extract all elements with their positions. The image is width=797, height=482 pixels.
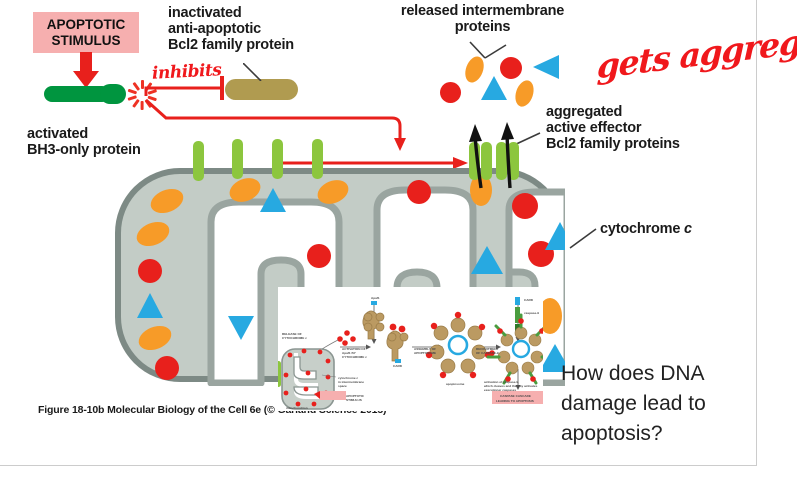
stimulus-line-2: STIMULUS <box>51 32 121 48</box>
bcl2-leader-line <box>243 63 262 81</box>
svg-text:executioner caspases: executioner caspases <box>484 388 516 392</box>
bh3-only-protein-shape <box>44 84 132 104</box>
question-text: How does DNA damage lead to apoptosis? <box>561 362 706 446</box>
slide-right-border <box>756 0 757 466</box>
label-aggregated-line-1: aggregated <box>546 104 623 120</box>
inactivated-bcl2-protein-shape <box>225 79 298 100</box>
svg-text:CYTOCHROME c: CYTOCHROME c <box>342 355 367 359</box>
label-activated-bh3: activated BH3-only protein <box>27 126 141 158</box>
activation-spark-icon <box>126 78 160 112</box>
label-inactivated-line-3: Bcl2 family protein <box>168 37 294 54</box>
svg-text:activation of caspase-9,: activation of caspase-9, <box>484 380 519 384</box>
svg-text:CARD: CARD <box>524 298 534 302</box>
svg-text:space: space <box>338 384 347 388</box>
svg-text:APOPTOTIC: APOPTOTIC <box>346 394 365 398</box>
apoptosome-pathway-inset: RELEASE OF CYTOCHROME c ACTIVATION OF Ap… <box>278 287 543 411</box>
pore-rod-4 <box>508 142 519 180</box>
svg-text:ACTIVATION OF: ACTIVATION OF <box>342 347 366 351</box>
pore-rod-1 <box>469 142 480 180</box>
label-cytochrome-c: cytochrome c <box>600 221 692 237</box>
label-inactivated-line-1: inactivated <box>168 5 242 21</box>
svg-text:OF CASPASE-9: OF CASPASE-9 <box>476 351 499 355</box>
pore-rod-2 <box>481 142 492 180</box>
svg-text:mitochondrion: mitochondrion <box>286 406 308 410</box>
label-aggregated-effector: aggregated active effector Bcl2 family p… <box>546 104 680 153</box>
released-protein-circle-2 <box>440 82 461 103</box>
bcl2-channel-rod-4 <box>312 139 323 179</box>
svg-text:STIMULUS: STIMULUS <box>346 398 362 402</box>
svg-text:caspase-9: caspase-9 <box>524 311 539 315</box>
released-protein-triangle-1 <box>533 55 559 79</box>
svg-text:CARD: CARD <box>393 364 403 368</box>
pore-rod-3 <box>496 142 507 180</box>
label-released-line-1: released intermembrane <box>400 3 565 19</box>
bcl2-channel-rod-3 <box>272 139 283 179</box>
label-aggregated-line-2: active effector <box>546 120 642 137</box>
slide-bottom-border <box>0 465 757 466</box>
label-released-line-2: proteins <box>454 19 511 36</box>
svg-text:CASPASE CASCADE: CASPASE CASCADE <box>500 394 531 398</box>
stimulus-arrow-icon <box>73 52 99 88</box>
svg-text:RECRUITMENT: RECRUITMENT <box>476 347 499 351</box>
stimulus-line-1: APOPTOTIC <box>46 17 126 33</box>
label-released-proteins: released intermembrane proteins <box>385 3 580 35</box>
svg-text:apoptosome: apoptosome <box>446 382 465 386</box>
handwritten-gets-aggregated-annotation: gets aggregated <box>596 12 797 87</box>
label-activated-line-1: activated <box>27 126 89 142</box>
released-protein-circle-1 <box>500 57 522 79</box>
protein-release-arrows-icon <box>469 122 514 189</box>
handwritten-inhibits-annotation: inhibits <box>151 60 222 84</box>
svg-text:RELEASE OF: RELEASE OF <box>282 332 302 336</box>
apoptotic-stimulus-badge: APOPTOTIC STIMULUS <box>33 12 139 53</box>
svg-text:ASSEMBLY OF: ASSEMBLY OF <box>414 347 436 351</box>
label-inactivated-line-2: anti-apoptotic <box>168 21 262 38</box>
svg-text:Apaf1 BY: Apaf1 BY <box>342 351 357 355</box>
svg-text:CYTOCHROME c: CYTOCHROME c <box>282 336 307 340</box>
label-activated-line-2: BH3-only protein <box>27 142 141 159</box>
svg-text:Apaf1: Apaf1 <box>371 296 380 300</box>
svg-text:cytochrome c: cytochrome c <box>338 376 358 380</box>
released-protein-triangle-2 <box>481 76 507 100</box>
svg-text:which cleaves and thereby acti: which cleaves and thereby activates <box>483 384 538 388</box>
svg-text:APOPTOSOME: APOPTOSOME <box>414 351 436 355</box>
label-aggregated-line-3: Bcl2 family proteins <box>546 136 680 153</box>
svg-text:in intermembrane: in intermembrane <box>338 380 364 384</box>
bcl2-channel-rod-2 <box>232 139 243 179</box>
svg-text:LEADING TO APOPTOSIS: LEADING TO APOPTOSIS <box>496 399 534 403</box>
bcl2-channel-rod-1 <box>193 141 204 181</box>
label-inactivated-bcl2: inactivated anti-apoptotic Bcl2 family p… <box>168 5 294 54</box>
